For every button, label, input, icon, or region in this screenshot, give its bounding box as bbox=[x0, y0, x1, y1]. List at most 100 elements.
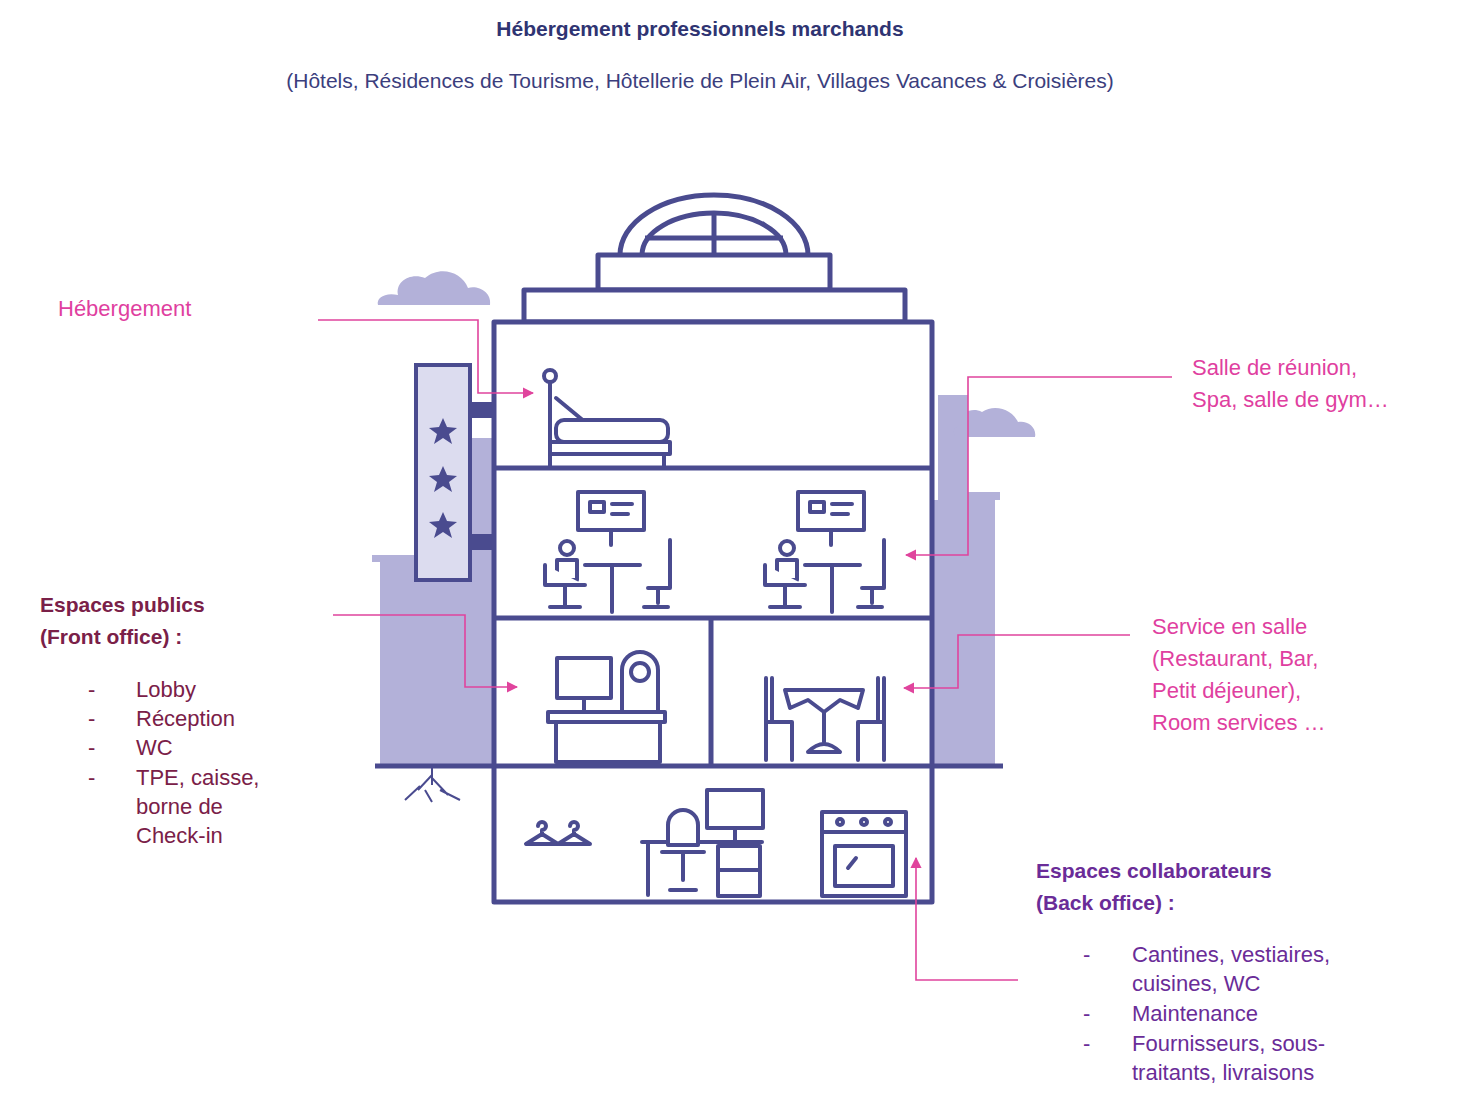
reception-icon bbox=[622, 652, 658, 712]
building-outline bbox=[375, 195, 1003, 902]
back-office-icons bbox=[885, 819, 891, 825]
list-item: Fournisseurs, sous-traitants, livraisons bbox=[1132, 1029, 1372, 1087]
star-symbol bbox=[429, 466, 457, 492]
building-outline bbox=[598, 255, 830, 290]
bed-icon bbox=[662, 454, 666, 466]
meeting-icon bbox=[610, 565, 614, 612]
list-bullet: - bbox=[88, 763, 108, 792]
building-outline bbox=[642, 213, 786, 255]
hotel-sign bbox=[470, 536, 494, 548]
building-outline bbox=[494, 466, 932, 471]
meeting-icon bbox=[612, 512, 628, 516]
back-office-icons bbox=[861, 819, 867, 825]
back-office-icons bbox=[835, 846, 893, 886]
hotel-sign bbox=[416, 365, 494, 580]
meeting-icon bbox=[644, 540, 670, 607]
leader-line bbox=[906, 377, 1172, 555]
back-office-icons bbox=[822, 812, 906, 896]
leader-line bbox=[904, 635, 1130, 688]
back-office-icons bbox=[662, 852, 704, 890]
back-office-icons bbox=[837, 819, 843, 825]
meeting-icon bbox=[810, 502, 824, 512]
list-bullet: - bbox=[88, 704, 108, 733]
back-office-icons bbox=[668, 810, 698, 845]
meeting-icon bbox=[829, 530, 833, 545]
restaurant-icon bbox=[766, 678, 884, 760]
restaurant-icon bbox=[785, 690, 863, 712]
meeting-icon bbox=[858, 540, 884, 607]
building-outline bbox=[494, 322, 932, 902]
restaurant-icon bbox=[822, 712, 826, 742]
meeting-icon bbox=[832, 502, 852, 506]
leader-line bbox=[916, 858, 1018, 980]
callout-text: Hébergement bbox=[58, 294, 278, 323]
back-office-icons bbox=[642, 840, 762, 844]
restaurant-icon bbox=[808, 744, 840, 752]
back-office-icons bbox=[718, 868, 760, 872]
section-heading: Espaces publics (Front office) : bbox=[40, 589, 245, 653]
building-outline bbox=[524, 290, 905, 322]
section-heading: Espaces collaborateurs (Back office) : bbox=[1036, 855, 1331, 919]
background-scenery bbox=[932, 395, 968, 500]
background-scenery bbox=[378, 271, 490, 305]
callout-text: Service en salle (Restaurant, Bar, Petit… bbox=[1152, 611, 1352, 739]
star-symbol bbox=[429, 418, 457, 538]
meeting-icon bbox=[609, 530, 613, 545]
list-bullet: - bbox=[1083, 940, 1103, 969]
reception-icon bbox=[582, 698, 586, 712]
roots bbox=[405, 768, 460, 802]
star-symbol bbox=[429, 512, 457, 538]
back-office-icons bbox=[526, 822, 558, 844]
list-bullet: - bbox=[88, 675, 108, 704]
meeting-icon bbox=[545, 565, 585, 607]
meeting-icon bbox=[578, 492, 644, 530]
back-office-icons bbox=[526, 790, 906, 896]
background-scenery bbox=[940, 492, 1000, 500]
meeting-icon bbox=[590, 502, 604, 512]
list-bullet: - bbox=[1083, 999, 1103, 1028]
bed-icon bbox=[556, 420, 668, 442]
star-symbol bbox=[429, 418, 457, 444]
list-bullet: - bbox=[88, 733, 108, 762]
reception-icon bbox=[548, 652, 665, 762]
hotel-sign bbox=[470, 404, 494, 416]
meeting-icon bbox=[612, 502, 632, 506]
hotel-sign bbox=[416, 365, 470, 580]
meeting-icon bbox=[798, 492, 864, 530]
list-item: Réception bbox=[136, 704, 286, 733]
back-office-icons bbox=[848, 858, 856, 868]
list-bullet: - bbox=[1083, 1029, 1103, 1058]
building-outline bbox=[709, 618, 714, 766]
list-item: Cantines, vestiaires, cuisines, WC bbox=[1132, 940, 1372, 998]
diagram-title: Hébergement professionnels marchands bbox=[300, 14, 1100, 43]
subtitle: (Hôtels, Résidences de Tourisme, Hôtelle… bbox=[150, 66, 1250, 95]
building-outline bbox=[712, 214, 717, 255]
bed-icon bbox=[544, 370, 556, 382]
background-scenery bbox=[954, 408, 1035, 437]
list-item: WC bbox=[136, 733, 286, 762]
meeting-icon bbox=[765, 565, 805, 607]
back-office-icons bbox=[733, 828, 737, 840]
reception-icon bbox=[631, 663, 649, 681]
back-office-icons bbox=[707, 790, 763, 828]
list-item: Lobby bbox=[136, 675, 286, 704]
roots bbox=[405, 768, 460, 802]
meeting-icon bbox=[780, 541, 794, 555]
building-outline bbox=[375, 764, 1003, 769]
meeting-icon bbox=[560, 541, 574, 555]
back-office-icons bbox=[558, 822, 590, 844]
reception-icon bbox=[557, 658, 611, 698]
building-outline bbox=[620, 195, 808, 255]
back-office-icons bbox=[646, 842, 650, 895]
background-scenery bbox=[932, 500, 995, 766]
callout-text: Salle de réunion, Spa, salle de gym… bbox=[1192, 352, 1392, 416]
back-office-icons bbox=[718, 846, 760, 896]
bed-icon bbox=[544, 370, 670, 466]
list-item: Maintenance bbox=[1132, 999, 1372, 1028]
meeting-icon bbox=[545, 492, 884, 612]
meeting-icon bbox=[832, 512, 848, 516]
list-item: TPE, caisse, borne de Check-in bbox=[136, 763, 278, 850]
leader-line bbox=[333, 615, 517, 687]
bed-icon bbox=[550, 442, 670, 454]
